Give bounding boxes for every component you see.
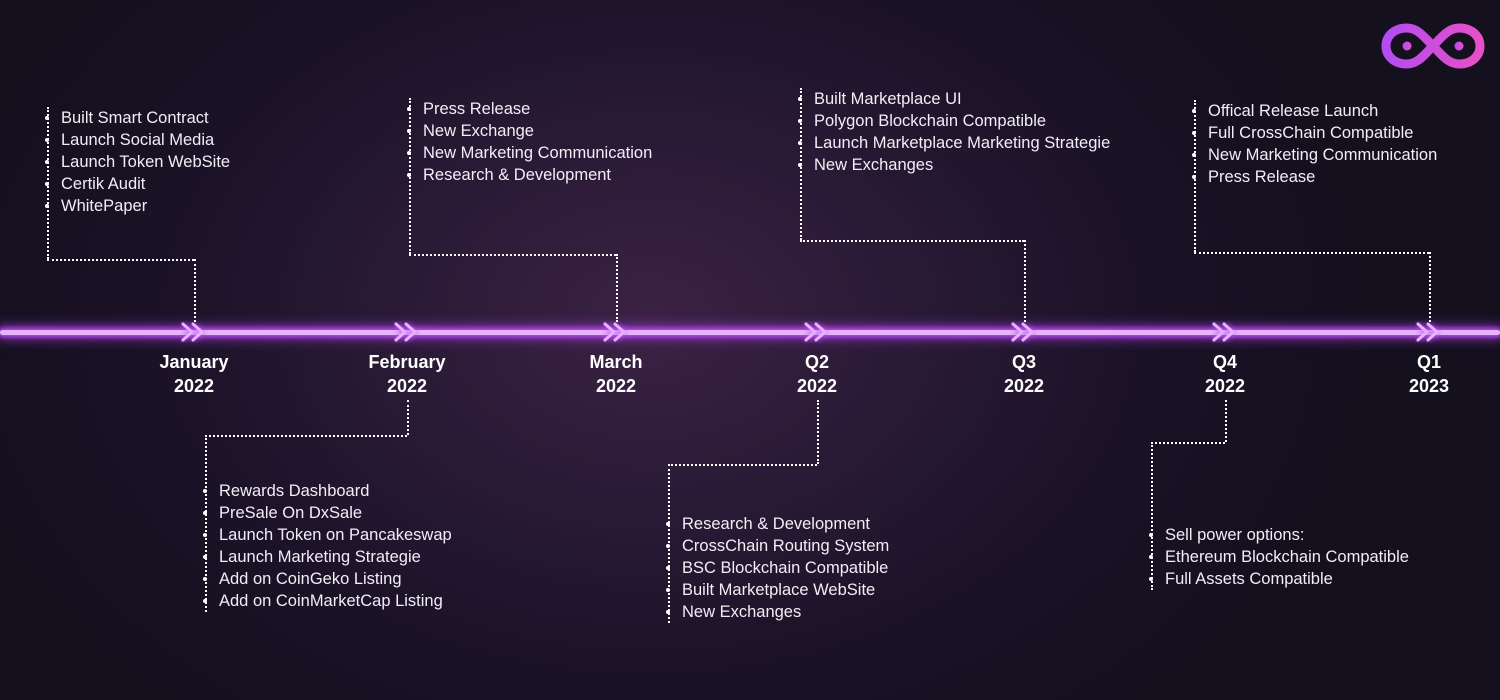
milestone-year: 2022	[796, 376, 838, 396]
milestone-period: March	[589, 352, 643, 372]
list-item: Launch Marketplace Marketing Strategie	[797, 132, 1110, 154]
connector-line	[800, 240, 1024, 242]
connector-line	[1429, 252, 1431, 322]
chevron-right-icon	[181, 322, 204, 342]
connector-line	[205, 435, 407, 437]
milestone-year: 2022	[1204, 376, 1246, 396]
list-item: BSC Blockchain Compatible	[665, 557, 889, 579]
milestone-period: January	[159, 352, 229, 372]
infinity-logo-icon	[1381, 23, 1485, 69]
list-item: Add on CoinGeko Listing	[203, 568, 452, 590]
connector-line	[1151, 442, 1153, 590]
milestone-label: January 2022	[134, 350, 254, 398]
list-item: New Exchanges	[797, 154, 1110, 176]
milestone-label: February 2022	[347, 350, 467, 398]
list-item: PreSale On DxSale	[203, 502, 452, 524]
connector-line	[616, 254, 618, 322]
milestone-year: 2023	[1408, 376, 1450, 396]
milestone-year: 2022	[1003, 376, 1045, 396]
list-item: CrossChain Routing System	[665, 535, 889, 557]
list-item: Polygon Blockchain Compatible	[797, 110, 1110, 132]
milestone-period: Q4	[1212, 352, 1237, 372]
list-item: Launch Social Media	[44, 129, 230, 151]
milestone-year: 2022	[386, 376, 428, 396]
connector-line	[205, 435, 207, 612]
connector-line	[817, 400, 819, 464]
chevron-right-icon	[603, 322, 626, 342]
connector-line	[668, 464, 817, 466]
chevron-right-icon	[1212, 322, 1235, 342]
milestone-label: March 2022	[556, 350, 676, 398]
list-item: Add on CoinMarketCap Listing	[203, 590, 452, 612]
connector-line	[1024, 240, 1026, 322]
connector-line	[47, 259, 194, 261]
chevron-right-icon	[394, 322, 417, 342]
connector-line	[407, 400, 409, 435]
list-item: Launch Token on Pancakeswap	[203, 524, 452, 546]
list-item: New Exchange	[406, 120, 652, 142]
list-item: Press Release	[406, 98, 652, 120]
list-item: WhitePaper	[44, 195, 230, 217]
milestone-label: Q2 2022	[757, 350, 877, 398]
list-item: Launch Token WebSite	[44, 151, 230, 173]
milestone-items: Sell power options:Ethereum Blockchain C…	[1149, 524, 1409, 590]
list-item: New Marketing Communication	[406, 142, 652, 164]
connector-line	[194, 259, 196, 322]
milestone-label: Q4 2022	[1165, 350, 1285, 398]
connector-line	[1194, 252, 1429, 254]
list-item: Research & Development	[406, 164, 652, 186]
connector-line	[1151, 442, 1225, 444]
list-item: New Exchanges	[665, 601, 889, 623]
timeline-line	[0, 330, 1500, 335]
milestone-year: 2022	[173, 376, 215, 396]
list-item: Built Smart Contract	[44, 107, 230, 129]
list-item: Rewards Dashboard	[203, 480, 452, 502]
list-item: Built Marketplace UI	[797, 88, 1110, 110]
connector-line	[1225, 400, 1227, 442]
list-item: Built Marketplace WebSite	[665, 579, 889, 601]
milestone-period: February	[368, 352, 446, 372]
list-item: Offical Release Launch	[1191, 100, 1437, 122]
list-item: Full CrossChain Compatible	[1191, 122, 1437, 144]
list-item: Research & Development	[665, 513, 889, 535]
connector-line	[409, 254, 616, 256]
milestone-label: Q1 2023	[1369, 350, 1489, 398]
list-item: Press Release	[1191, 166, 1437, 188]
list-item: Full Assets Compatible	[1149, 568, 1409, 590]
list-item: New Marketing Communication	[1191, 144, 1437, 166]
milestone-year: 2022	[595, 376, 637, 396]
milestone-period: Q3	[1011, 352, 1036, 372]
chevron-right-icon	[1416, 322, 1439, 342]
milestone-period: Q2	[804, 352, 829, 372]
chevron-right-icon	[804, 322, 827, 342]
list-item: Sell power options:	[1149, 524, 1409, 546]
chevron-right-icon	[1011, 322, 1034, 342]
milestone-period: Q1	[1416, 352, 1441, 372]
list-item: Launch Marketing Strategie	[203, 546, 452, 568]
connector-line	[668, 464, 670, 623]
milestone-label: Q3 2022	[964, 350, 1084, 398]
list-item: Ethereum Blockchain Compatible	[1149, 546, 1409, 568]
list-item: Certik Audit	[44, 173, 230, 195]
